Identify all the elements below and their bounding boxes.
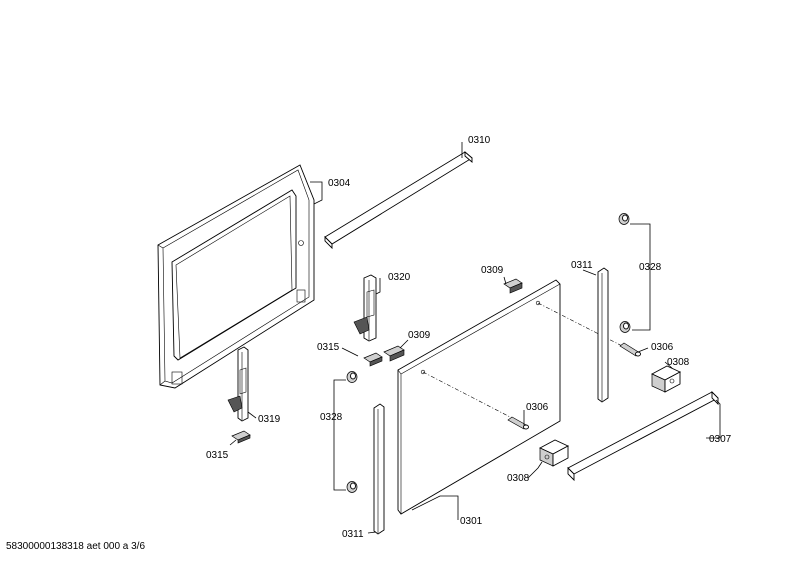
block-upper-part: [650, 365, 682, 393]
block-lower-part: [538, 439, 570, 467]
label-0320: 0320: [388, 272, 411, 283]
bottom-profile-strip-part: [567, 390, 719, 482]
label-0301: 0301: [460, 516, 483, 527]
axis-line-right: [537, 302, 631, 351]
cap-upper-left-part: [346, 371, 358, 383]
left-hinge-bracket-part: [227, 346, 249, 422]
label-0315-center: 0315: [317, 342, 340, 353]
label-0308-upper: 0308: [667, 357, 690, 368]
center-hinge-bracket-part: [353, 274, 377, 342]
label-0307: 0307: [709, 434, 732, 445]
label-0311-upper: 0311: [571, 260, 593, 271]
label-0319: 0319: [258, 414, 281, 425]
label-0304: 0304: [328, 178, 351, 189]
leader-lines: [229, 142, 721, 534]
pin-lower-part: [507, 416, 529, 430]
axis-line-left: [422, 371, 513, 419]
clip-0309-lower-part: [383, 345, 405, 362]
outer-door-frame-part: [157, 164, 315, 389]
label-0306-lower: 0306: [526, 402, 549, 413]
clip-center-part: [363, 352, 383, 367]
pin-upper-part: [619, 342, 641, 357]
label-0315-lower: 0315: [206, 450, 229, 461]
label-0308-lower: 0308: [507, 473, 530, 484]
cap-middle-right-part: [619, 321, 631, 333]
side-strip-lower-part: [373, 403, 385, 535]
label-0309-upper: 0309: [481, 265, 504, 276]
label-0328-left: 0328: [320, 412, 343, 423]
cap-lower-left-part: [346, 481, 358, 493]
clip-0309-upper-part: [503, 278, 523, 294]
label-0309-lower: 0309: [408, 330, 431, 341]
label-0310: 0310: [468, 135, 491, 146]
document-id-footer: 58300000138318 aet 000 a 3/6: [6, 541, 146, 552]
label-0328-right: 0328: [639, 262, 662, 273]
label-0311-lower: 0311: [342, 529, 364, 540]
side-strip-right-part: [597, 267, 609, 403]
inner-glass-panel-part: [397, 279, 561, 515]
clip-lower-left-part: [231, 430, 251, 444]
top-profile-strip-part: [324, 151, 473, 250]
label-0306-upper: 0306: [651, 342, 674, 353]
cap-upper-right-part: [618, 213, 630, 225]
